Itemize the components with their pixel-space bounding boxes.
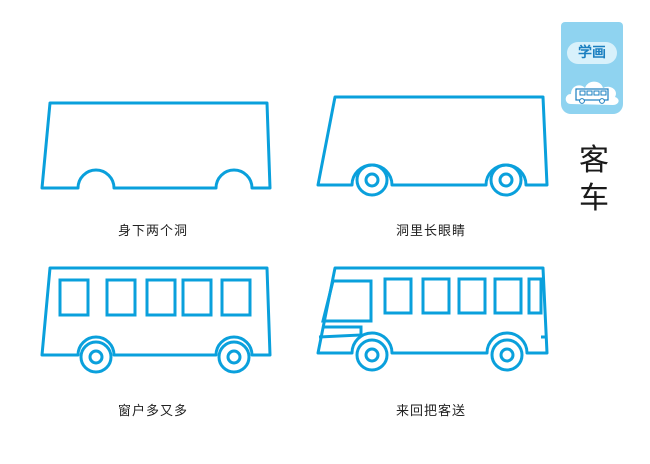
step4-bus-outline — [316, 266, 549, 372]
step3-wheel-rear — [79, 340, 113, 374]
step4-wheel-rear — [355, 338, 389, 372]
step3-caption: 窗户多又多 — [118, 404, 189, 419]
step2-bus-outline — [316, 95, 549, 197]
step4-windows — [383, 277, 543, 315]
title-char-1: 客 — [579, 143, 609, 178]
step1-caption: 身下两个洞 — [118, 224, 189, 239]
step2-wheel-rear — [355, 163, 389, 197]
title-char-2: 车 — [579, 181, 609, 216]
step4-wheel-front — [490, 338, 524, 372]
bus-cloud-icon — [565, 81, 619, 105]
learn-drawing-badge: 学画 — [561, 22, 623, 114]
step4-caption: 来回把客送 — [396, 404, 467, 419]
step2-caption: 洞里长眼睛 — [396, 224, 467, 239]
step1-bus-outline — [40, 101, 272, 190]
step4-windshield — [318, 279, 373, 339]
step3-windows — [58, 278, 252, 317]
step2-wheel-front — [489, 163, 523, 197]
badge-label: 学画 — [567, 42, 617, 64]
step3-bus-outline — [40, 266, 272, 374]
page-title: 客 车 — [572, 142, 616, 218]
step3-wheel-front — [217, 340, 251, 374]
